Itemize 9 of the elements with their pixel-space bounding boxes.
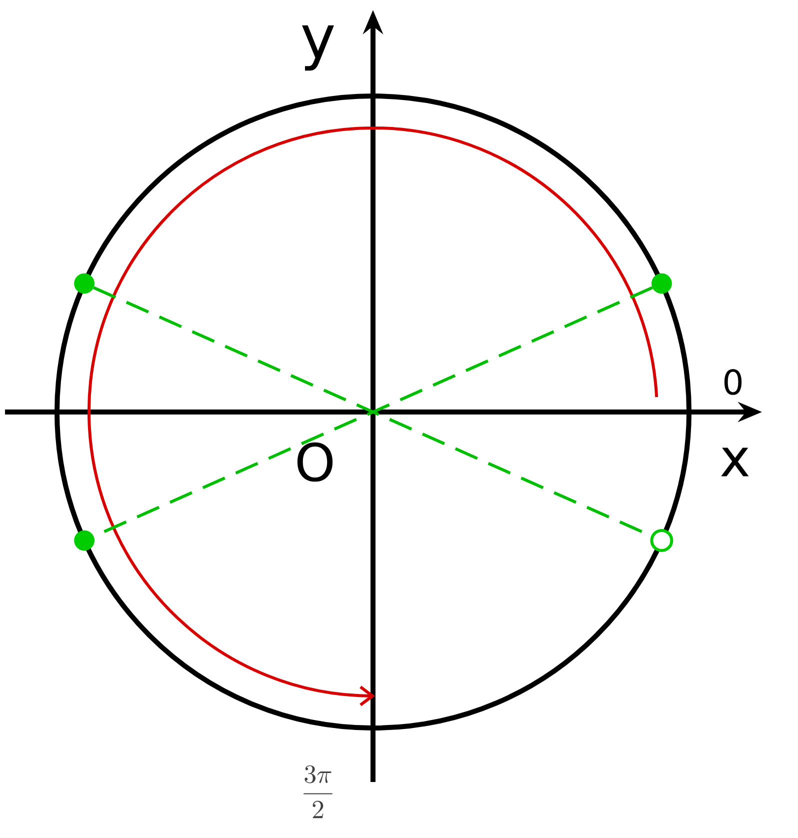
angle-label: 0 — [724, 369, 742, 395]
hollow-point — [650, 529, 674, 552]
angle-label: $\frac{3\pi}{2}$ — [304, 765, 332, 818]
point-dot — [74, 273, 94, 294]
point-dot — [74, 530, 94, 551]
origin-label: O — [297, 442, 333, 482]
point-dot — [652, 273, 672, 294]
axis-label: y — [302, 25, 334, 71]
axis-label: x — [721, 448, 749, 476]
